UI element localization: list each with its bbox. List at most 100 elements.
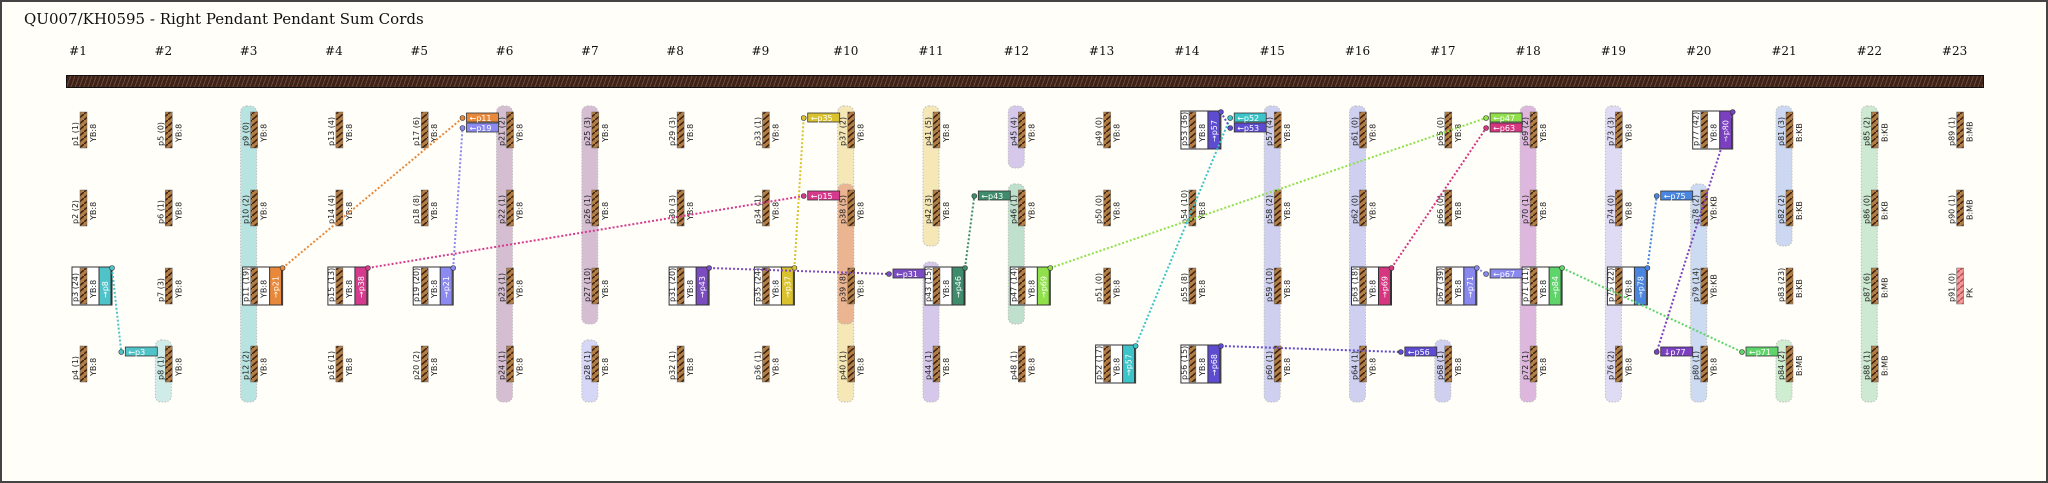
cord-twist [1871,189,1879,227]
cord-color-code: YB:8 [430,280,439,299]
pendant-cord[interactable]: p64 (1)YB:8 [1351,345,1378,383]
pendant-cord[interactable]: p26 (1)YB:8 [583,189,610,227]
pendant-cord[interactable]: p27 (10)YB:8 [583,267,610,305]
pendant-cord[interactable]: p4 (1)YB:8 [71,345,98,383]
pendant-cord[interactable]: p58 (2)YB:8 [1265,189,1292,227]
pendant-cord[interactable]: p39 (8)YB:8 [839,267,866,305]
pendant-cord[interactable]: p89 (1)B:MB [1948,111,1975,149]
pendant-cord[interactable]: p21 (2)YB:8 [498,111,525,149]
pendant-cord[interactable]: p60 (1)YB:8 [1265,345,1292,383]
pendant-cord[interactable]: p50 (0)YB:8 [1095,189,1122,227]
pendant-cord[interactable]: p66 (0)YB:8 [1436,189,1463,227]
pendant-cord[interactable]: p19 (20)YB:8→p21 [412,266,454,306]
pendant-cord[interactable]: p88 (1)B:MB [1862,345,1889,383]
pendant-cord[interactable]: p15 (13)YB:8→p38 [327,266,369,306]
pendant-cord[interactable]: p40 (1)YB:8 [839,345,866,383]
pendant-cord[interactable]: p73 (3)YB:8 [1606,111,1633,149]
sum-tag [1122,344,1136,384]
pendant-cord[interactable]: p61 (0)YB:8 [1351,111,1378,149]
pendant-cord[interactable]: p38 (5)YB:8 [839,189,866,227]
pendant-cord[interactable]: p12 (2)YB:8 [242,345,269,383]
pendant-cord[interactable]: p37 (2)YB:8 [839,111,866,149]
pendant-cord[interactable]: p81 (3)B:KB [1777,111,1804,149]
pendant-cord[interactable]: p34 (1)YB:8 [753,189,780,227]
pendant-cord[interactable]: p41 (5)YB:8 [924,111,951,149]
pendant-cord[interactable]: p5 (0)YB:8 [156,111,183,149]
pendant-cord[interactable]: p10 (2)YB:8 [242,189,269,227]
pendant-cord[interactable]: p49 (0)YB:8 [1095,111,1122,149]
pendant-cord[interactable]: p83 (23)B:KB [1777,267,1804,305]
pendant-cord[interactable]: p9 (0)YB:8 [242,111,269,149]
pendant-cord[interactable]: p1 (1)YB:8 [71,111,98,149]
pendant-cord[interactable]: p44 (1)YB:8 [924,345,951,383]
cord-label: p19 (20) [412,268,421,302]
cord-color-code: YB:8 [1113,202,1122,221]
pendant-cord[interactable]: p13 (4)YB:8 [327,111,354,149]
pendant-cord[interactable]: p86 (0)B:KB [1862,189,1889,227]
pendant-cord[interactable]: p3 (24)YB:8→p8 [71,266,113,306]
pendant-cord[interactable]: p43 (15)YB:8→p46 [924,266,966,306]
pendant-cord[interactable]: p45 (4)YB:8 [1009,111,1036,149]
pendant-cord[interactable]: p20 (2)YB:8 [412,345,439,383]
pendant-cord[interactable]: p68 (1)YB:8 [1436,345,1463,383]
pendant-cord[interactable]: p74 (0)YB:8 [1606,189,1633,227]
pendant-cord[interactable]: p22 (1)YB:8 [498,189,525,227]
pendant-cord[interactable]: p53 (36)YB:8→p57 [1180,110,1222,150]
pendant-cord[interactable]: p90 (1)B:MB [1948,189,1975,227]
pendant-cord[interactable]: p80 (1)YB:8 [1692,345,1719,383]
pendant-cord[interactable]: p6 (1)YB:8 [156,189,183,227]
pendant-cord[interactable]: p23 (1)YB:8 [498,267,525,305]
cord-twist [1615,111,1623,149]
pendant-cord[interactable]: p56 (15)YB:8→p68 [1180,344,1222,384]
pendant-cord[interactable]: p72 (1)YB:8 [1521,345,1548,383]
sum-link-line [1049,117,1487,269]
pendant-cord[interactable]: p30 (3)YB:8 [668,189,695,227]
pendant-cord[interactable]: p67 (39)YB:8→p71 [1436,266,1478,306]
pendant-cord[interactable]: p48 (1)YB:8 [1009,345,1036,383]
pendant-cord[interactable]: p35 (24)YB:8→p37 [753,266,795,306]
pendant-cord[interactable]: p62 (0)YB:8 [1351,189,1378,227]
pendant-cord[interactable]: p63 (18)YB:8→p69 [1351,266,1392,306]
pendant-cord[interactable]: p32 (1)YB:8 [668,345,695,383]
pendant-cord[interactable]: p76 (2)YB:8 [1606,345,1633,383]
pendant-cord[interactable]: p14 (4)YB:8 [327,189,354,227]
pendant-cord[interactable]: p46 (1)YB:8 [1009,189,1036,227]
pendant-cord[interactable]: p16 (1)YB:8 [327,345,354,383]
pendant-cord[interactable]: p11 (19)YB:8→p21 [242,266,284,306]
pendant-cord[interactable]: p42 (3)YB:8 [924,189,951,227]
pendant-cord[interactable]: p87 (6)B:MB [1862,267,1889,305]
pendant-cord[interactable]: p51 (0)YB:8 [1095,267,1122,305]
pendant-cord[interactable]: p55 (8)YB:8 [1180,267,1207,305]
pendant-cord[interactable]: p29 (3)YB:8 [668,111,695,149]
pendant-cord[interactable]: p77 (42)YB:8→p80 [1692,110,1734,150]
pendant-cord[interactable]: p71 (11)YB:8→p84 [1521,266,1563,306]
pendant-cord[interactable]: p91 (0)PK [1948,267,1975,305]
pendant-cord[interactable]: p31 (20)YB:8→p43 [668,266,710,306]
pendant-cord[interactable]: p85 (2)B:KB [1862,111,1889,149]
pendant-cord[interactable]: p78 (2)YB:KB [1692,189,1719,227]
pendant-cord[interactable]: p84 (2)B:MB [1777,345,1804,383]
pendant-cord[interactable]: p69 (2)YB:8 [1521,111,1548,149]
pendant-cord[interactable]: p24 (1)YB:8 [498,345,525,383]
pendant-cord[interactable]: p70 (1)YB:8 [1521,189,1548,227]
pendant-cord[interactable]: p36 (1)YB:8 [753,345,780,383]
pendant-cord[interactable]: p25 (3)YB:8 [583,111,610,149]
pendant-cord[interactable]: p52 (17)YB:8→p57 [1095,344,1137,384]
pendant-cord[interactable]: p59 (10)YB:8 [1265,267,1292,305]
pendant-cord[interactable]: p18 (8)YB:8 [412,189,439,227]
pendant-cord[interactable]: p33 (1)YB:8 [753,111,780,149]
group-header: #19 [1600,44,1627,58]
pendant-cord[interactable]: p17 (6)YB:8 [412,111,439,149]
pendant-cord[interactable]: p7 (3)YB:8 [156,267,183,305]
pendant-cord[interactable]: p82 (2)B:KB [1777,189,1804,227]
pendant-cord[interactable]: p79 (14)YB:KB [1692,267,1719,305]
pendant-cord[interactable]: p8 (1)YB:8 [156,345,183,383]
pendant-cord[interactable]: p57 (4)YB:8 [1265,111,1292,149]
pendant-cord[interactable]: p28 (1)YB:8 [583,345,610,383]
cord-color-code: YB:8 [345,202,354,221]
pendant-cord[interactable]: p47 (14)YB:8→p69 [1009,266,1051,306]
pendant-cord[interactable]: p65 (0)YB:8 [1436,111,1463,149]
pendant-cord[interactable]: p75 (22)YB:8→p78 [1606,266,1648,306]
pendant-cord[interactable]: p2 (2)YB:8 [71,189,98,227]
cord-color-code: YB:8 [1027,202,1036,221]
